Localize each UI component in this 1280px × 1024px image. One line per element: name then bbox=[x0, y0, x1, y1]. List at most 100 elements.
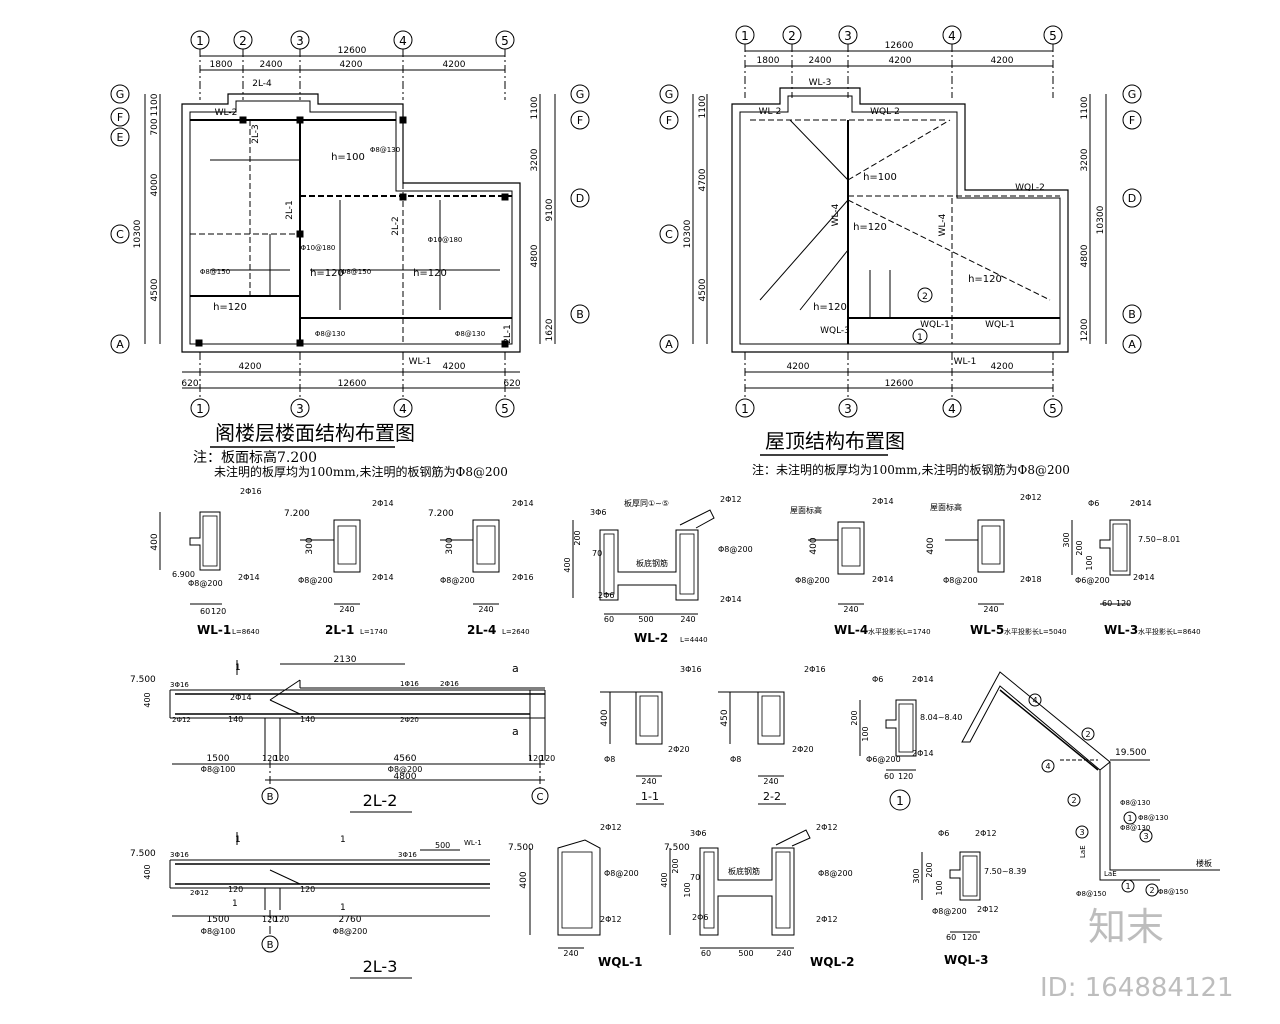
svg-text:450: 450 bbox=[720, 709, 730, 726]
svg-text:2Φ14: 2Φ14 bbox=[230, 693, 252, 702]
svg-text:4200: 4200 bbox=[991, 56, 1014, 66]
svg-text:1500: 1500 bbox=[207, 915, 230, 925]
svg-text:2Φ14: 2Φ14 bbox=[238, 573, 260, 582]
svg-text:6.900: 6.900 bbox=[172, 570, 195, 579]
svg-text:2: 2 bbox=[1071, 796, 1076, 805]
section-wql-3: 300 200 100 Φ6 2Φ12 2Φ12 7.50~8.39 Φ8@20… bbox=[912, 829, 1026, 967]
svg-text:WQL-3: WQL-3 bbox=[820, 326, 850, 336]
svg-text:C: C bbox=[665, 228, 673, 241]
svg-text:C: C bbox=[537, 792, 544, 803]
svg-text:3: 3 bbox=[844, 29, 852, 43]
svg-text:70: 70 bbox=[592, 549, 602, 558]
svg-text:a: a bbox=[512, 725, 519, 738]
svg-text:2Φ14: 2Φ14 bbox=[1133, 573, 1155, 582]
plan2-right-axes: G F D B A 1100 3200 10300 4800 1200 bbox=[1080, 84, 1142, 354]
svg-text:19.500: 19.500 bbox=[1115, 748, 1147, 758]
svg-text:L=8640: L=8640 bbox=[232, 628, 260, 636]
plan1-floor-outline bbox=[181, 93, 521, 353]
svg-text:100: 100 bbox=[1085, 555, 1094, 570]
section-wl-1-label: WL-1 bbox=[197, 623, 231, 637]
svg-text:2Φ20: 2Φ20 bbox=[792, 745, 814, 754]
svg-text:240: 240 bbox=[563, 949, 578, 958]
svg-text:240: 240 bbox=[776, 949, 791, 958]
svg-text:D: D bbox=[1128, 192, 1136, 205]
section-wl-1: 400 2Φ16 2Φ14 Φ8@200 6.900 60 120 WL-1 L… bbox=[150, 487, 262, 637]
section-wql-1-label: WQL-1 bbox=[598, 955, 642, 969]
svg-text:1800: 1800 bbox=[210, 60, 233, 70]
cut-2-2: 450 2Φ16 2Φ20 Φ8 240 2-2 bbox=[718, 665, 826, 805]
svg-text:120: 120 bbox=[1116, 599, 1131, 608]
svg-text:60: 60 bbox=[1102, 599, 1112, 608]
plan1-axis-top-3: 3 bbox=[296, 34, 304, 48]
svg-text:300: 300 bbox=[305, 537, 315, 554]
svg-text:F: F bbox=[1129, 114, 1135, 127]
svg-text:A: A bbox=[1128, 338, 1136, 351]
svg-text:120: 120 bbox=[228, 885, 243, 894]
svg-text:4800: 4800 bbox=[394, 772, 417, 782]
plan1-axis-top-2: 2 bbox=[239, 34, 247, 48]
svg-text:400: 400 bbox=[143, 692, 152, 707]
svg-text:400: 400 bbox=[809, 537, 819, 554]
svg-text:Φ8@130: Φ8@130 bbox=[455, 330, 485, 338]
roof-slab-detail: 19.500 4 2 4 2 3 3 1 2 1 Φ8@130 Φ8@130 Φ… bbox=[961, 671, 1220, 898]
svg-text:Φ10@180: Φ10@180 bbox=[301, 244, 336, 252]
svg-text:4200: 4200 bbox=[340, 60, 363, 70]
svg-text:2Φ14: 2Φ14 bbox=[872, 497, 894, 506]
cut-1-1-label: 1-1 bbox=[641, 790, 659, 803]
svg-text:Φ8@200: Φ8@200 bbox=[932, 907, 967, 916]
svg-text:2Φ12: 2Φ12 bbox=[172, 716, 191, 724]
plan1-axis-top-1: 1 bbox=[196, 34, 204, 48]
svg-text:Φ8@200: Φ8@200 bbox=[818, 869, 853, 878]
svg-text:7.500: 7.500 bbox=[130, 675, 156, 685]
svg-text:3200: 3200 bbox=[1080, 148, 1090, 171]
svg-text:2Φ14: 2Φ14 bbox=[912, 749, 934, 758]
svg-text:60: 60 bbox=[884, 772, 894, 781]
plan1-axis-top-5: 5 bbox=[501, 34, 509, 48]
svg-text:3: 3 bbox=[1143, 832, 1148, 841]
svg-text:2Φ20: 2Φ20 bbox=[668, 745, 690, 754]
svg-text:100: 100 bbox=[683, 882, 692, 897]
svg-text:60: 60 bbox=[701, 949, 711, 958]
svg-text:Φ8@150: Φ8@150 bbox=[200, 268, 230, 276]
svg-text:4000: 4000 bbox=[150, 173, 160, 196]
svg-text:2Φ14: 2Φ14 bbox=[1130, 499, 1152, 508]
svg-text:2Φ12: 2Φ12 bbox=[600, 915, 622, 924]
svg-text:4200: 4200 bbox=[889, 56, 912, 66]
svg-text:2Φ6: 2Φ6 bbox=[692, 913, 708, 922]
svg-text:120: 120 bbox=[540, 754, 555, 763]
svg-text:WQL-2: WQL-2 bbox=[1015, 183, 1045, 193]
svg-text:5: 5 bbox=[1049, 402, 1057, 416]
svg-text:400: 400 bbox=[660, 872, 669, 887]
svg-text:400: 400 bbox=[926, 537, 936, 554]
svg-text:2Φ16: 2Φ16 bbox=[240, 487, 262, 496]
svg-text:3: 3 bbox=[1079, 828, 1084, 837]
svg-text:2130: 2130 bbox=[334, 655, 357, 665]
svg-text:500: 500 bbox=[738, 949, 753, 958]
svg-text:7.200: 7.200 bbox=[284, 509, 310, 519]
svg-text:B: B bbox=[267, 940, 274, 951]
svg-text:2Φ16: 2Φ16 bbox=[804, 665, 826, 674]
svg-text:120: 120 bbox=[274, 915, 289, 924]
svg-text:G: G bbox=[116, 88, 125, 101]
svg-text:Φ8@130: Φ8@130 bbox=[370, 146, 400, 154]
svg-text:2: 2 bbox=[1085, 730, 1090, 739]
svg-text:1100: 1100 bbox=[150, 93, 160, 116]
svg-text:620: 620 bbox=[181, 379, 198, 389]
svg-text:A: A bbox=[665, 338, 673, 351]
svg-text:300: 300 bbox=[445, 537, 455, 554]
svg-text:Φ8@200: Φ8@200 bbox=[298, 576, 333, 585]
svg-text:1800: 1800 bbox=[757, 56, 780, 66]
svg-text:7.200: 7.200 bbox=[428, 509, 454, 519]
plan1-attic-floor-layout: 1 2 3 4 5 12600 1800 2400 4200 4200 G F … bbox=[110, 30, 590, 479]
svg-text:F: F bbox=[117, 111, 123, 124]
svg-text:10300: 10300 bbox=[133, 219, 143, 248]
svg-text:h=100: h=100 bbox=[863, 172, 897, 183]
section-wql-1: 400 7.500 2Φ12 2Φ12 Φ8@200 240 WQL-1 bbox=[508, 823, 642, 969]
svg-text:4500: 4500 bbox=[150, 278, 160, 301]
svg-text:水平投影长L=5040: 水平投影长L=5040 bbox=[1004, 627, 1067, 636]
svg-text:4: 4 bbox=[399, 402, 407, 416]
svg-text:140: 140 bbox=[300, 715, 315, 724]
svg-text:4200: 4200 bbox=[239, 362, 262, 372]
plan2-bottom-axes: 4200 4200 12600 1 3 4 5 bbox=[735, 352, 1063, 418]
svg-text:240: 240 bbox=[641, 777, 656, 786]
